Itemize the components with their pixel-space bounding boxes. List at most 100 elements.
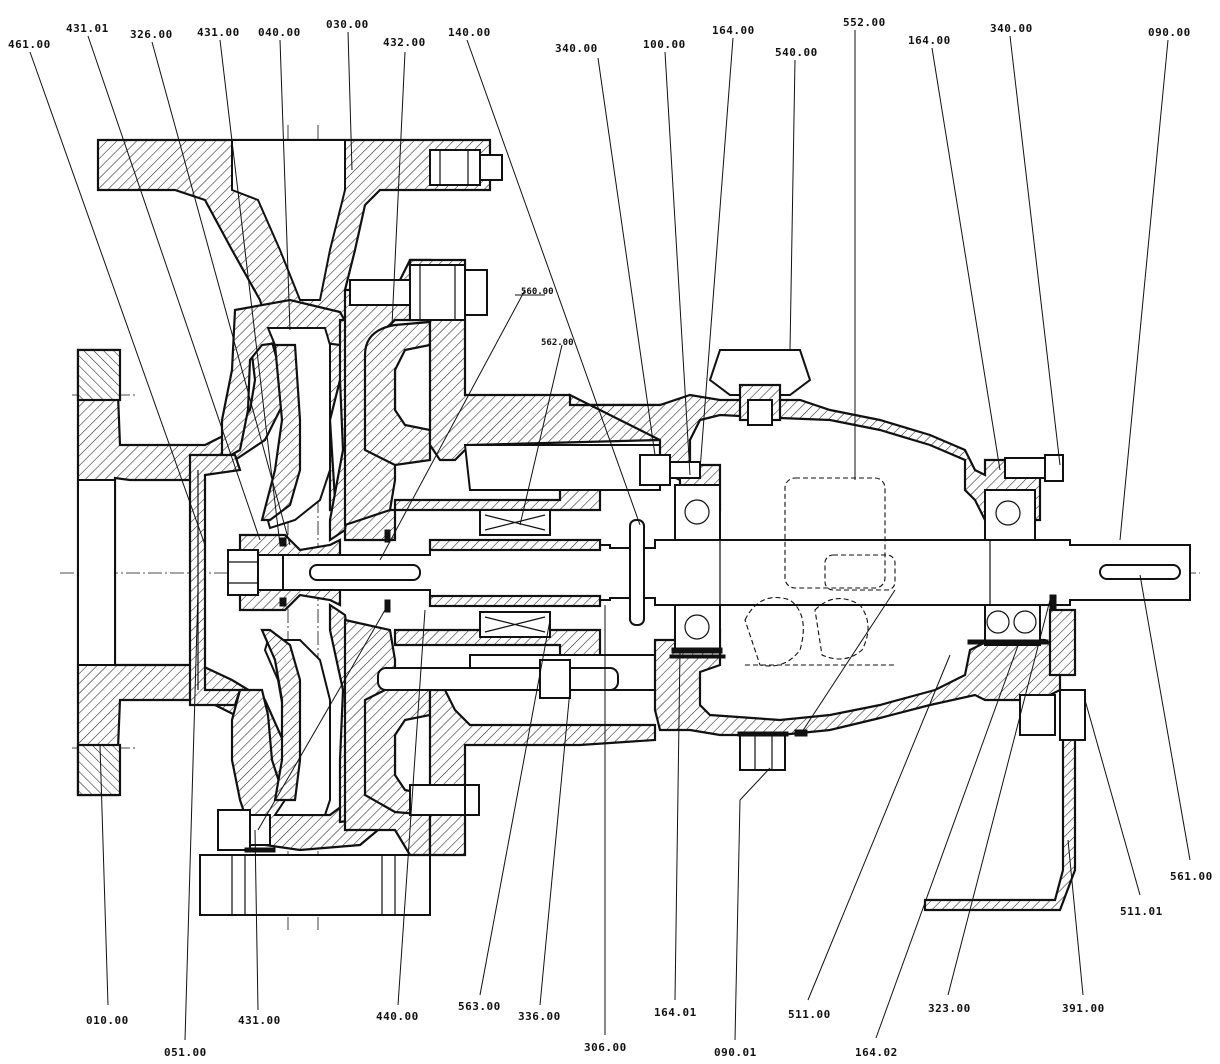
- bearing-lower: [674, 604, 721, 651]
- impeller-key: [309, 564, 421, 581]
- label-140-00: 140.00: [448, 26, 491, 39]
- foot-support-nut: [1059, 689, 1086, 741]
- label-040-00: 040.00: [258, 26, 301, 39]
- de-bearing-ball-lower-1: [986, 610, 1010, 634]
- hidden-oil-ring-upper: [784, 477, 886, 589]
- impeller-nut-hub: [227, 533, 342, 612]
- label-431-01: 431.01: [66, 22, 109, 35]
- leader-336-00: [539, 689, 571, 1006]
- bearing-cover-bolt-upper: [639, 454, 671, 486]
- gland-nut: [539, 659, 571, 699]
- oring-upper: [279, 537, 287, 547]
- leader-030-00: [347, 31, 353, 171]
- label-340-00-b: 340.00: [990, 22, 1033, 35]
- cover-rib-upper: [363, 320, 432, 467]
- leader-164-00-b: [931, 47, 1001, 471]
- thrower-ring: [629, 519, 645, 626]
- leader-461-00: [29, 51, 206, 546]
- leader-051-00: [184, 589, 199, 1041]
- leader-562-00: [519, 344, 563, 526]
- label-552-00: 552.00: [843, 16, 886, 29]
- label-511-00: 511.00: [788, 1008, 831, 1021]
- suction-flange-bottom: [76, 743, 122, 797]
- impeller-nut: [227, 549, 259, 596]
- leader-560-00: [379, 289, 526, 561]
- leader-432-00: [391, 51, 406, 326]
- leader-561-00: [1139, 574, 1191, 861]
- leader-431-00-bot-b: [257, 609, 386, 831]
- support-foot: [923, 689, 1086, 912]
- label-306-00: 306.00: [584, 1041, 627, 1054]
- bracket-bolt-bottom: [409, 784, 466, 816]
- label-164-02: 164.02: [855, 1046, 898, 1059]
- label-562-00: 562.00: [541, 338, 574, 348]
- label-326-00: 326.00: [130, 28, 173, 41]
- leader-511-01: [1084, 699, 1141, 896]
- pump-end-bearing: [639, 454, 726, 659]
- leader-540-00: [789, 59, 796, 351]
- leader-lines: [29, 30, 1191, 1041]
- label-431-00-top: 431.00: [197, 26, 240, 39]
- de-bearing-upper: [984, 489, 1036, 541]
- filler-bore: [747, 399, 773, 426]
- seal-spring-upper-2: [484, 514, 546, 531]
- leader-511-00: [807, 654, 951, 1001]
- de-bearing-lower: [984, 604, 1041, 646]
- discharge-bolt-head: [429, 149, 481, 186]
- bracket-nut-top: [464, 269, 488, 316]
- impeller-washer: [257, 554, 284, 591]
- leader-431-00-bot: [254, 829, 259, 1011]
- casing-foot: [199, 854, 431, 916]
- discharge-throat: [231, 139, 346, 301]
- oil-drain-plug: [739, 734, 786, 771]
- seal-oring-upper: [384, 529, 391, 543]
- seal-oring-lower: [384, 599, 391, 613]
- label-461-00: 461.00: [8, 38, 51, 51]
- hidden-oil-ring-lower-2: [814, 598, 869, 660]
- bracket-bolt-shank-top: [349, 279, 411, 306]
- discharge-flange-bolt: [429, 149, 503, 186]
- leader-164-01: [674, 649, 681, 1001]
- label-010-00: 010.00: [86, 1014, 129, 1027]
- leader-090-00: [1119, 39, 1169, 541]
- leader-090-01: [734, 799, 741, 1041]
- label-511-01: 511.01: [1120, 905, 1163, 918]
- de-cover-bolt: [1004, 457, 1046, 479]
- casing-cover: [343, 258, 432, 857]
- bearing-ball-lower: [684, 614, 710, 640]
- impeller-lower-shroud: [260, 628, 302, 802]
- label-432-00: 432.00: [383, 36, 426, 49]
- label-164-00-b: 164.00: [908, 34, 951, 47]
- leader-164-00-a: [699, 37, 734, 471]
- de-bearing-cover: [1048, 608, 1077, 677]
- leader-100-00: [664, 51, 691, 476]
- foot-support-bolt: [1019, 694, 1056, 736]
- part-labels: 461.00 431.01 326.00 431.00 040.00 030.0…: [8, 16, 1213, 1059]
- label-340-00-a: 340.00: [555, 42, 598, 55]
- seal-spring-lower-2: [484, 616, 546, 633]
- label-323-00: 323.00: [928, 1002, 971, 1015]
- leader-391-00: [1067, 839, 1084, 996]
- label-090-00: 090.00: [1148, 26, 1191, 39]
- label-560-00: 560.00: [521, 287, 554, 297]
- foot-bolt-head: [217, 809, 251, 851]
- discharge-bolt-end: [479, 154, 503, 181]
- label-164-00-a: 164.00: [712, 24, 755, 37]
- shaft-sleeve-lower: [428, 594, 602, 608]
- bearing-bracket: [349, 258, 662, 857]
- de-bearing-ball-lower-2: [1013, 610, 1037, 634]
- label-164-01: 164.01: [654, 1006, 697, 1019]
- bearing-upper: [674, 484, 721, 541]
- drive-end-bearing: [967, 454, 1077, 677]
- label-561-00: 561.00: [1170, 870, 1213, 883]
- coupling-key: [1099, 564, 1181, 580]
- bearing-ball-upper: [684, 499, 710, 525]
- leader-326-00: [151, 41, 291, 546]
- wear-ring-area: [188, 453, 242, 707]
- label-431-00-bottom: 431.00: [238, 1014, 281, 1027]
- label-100-00: 100.00: [643, 38, 686, 51]
- drain-gasket: [737, 731, 789, 737]
- suction-bore: [77, 479, 116, 666]
